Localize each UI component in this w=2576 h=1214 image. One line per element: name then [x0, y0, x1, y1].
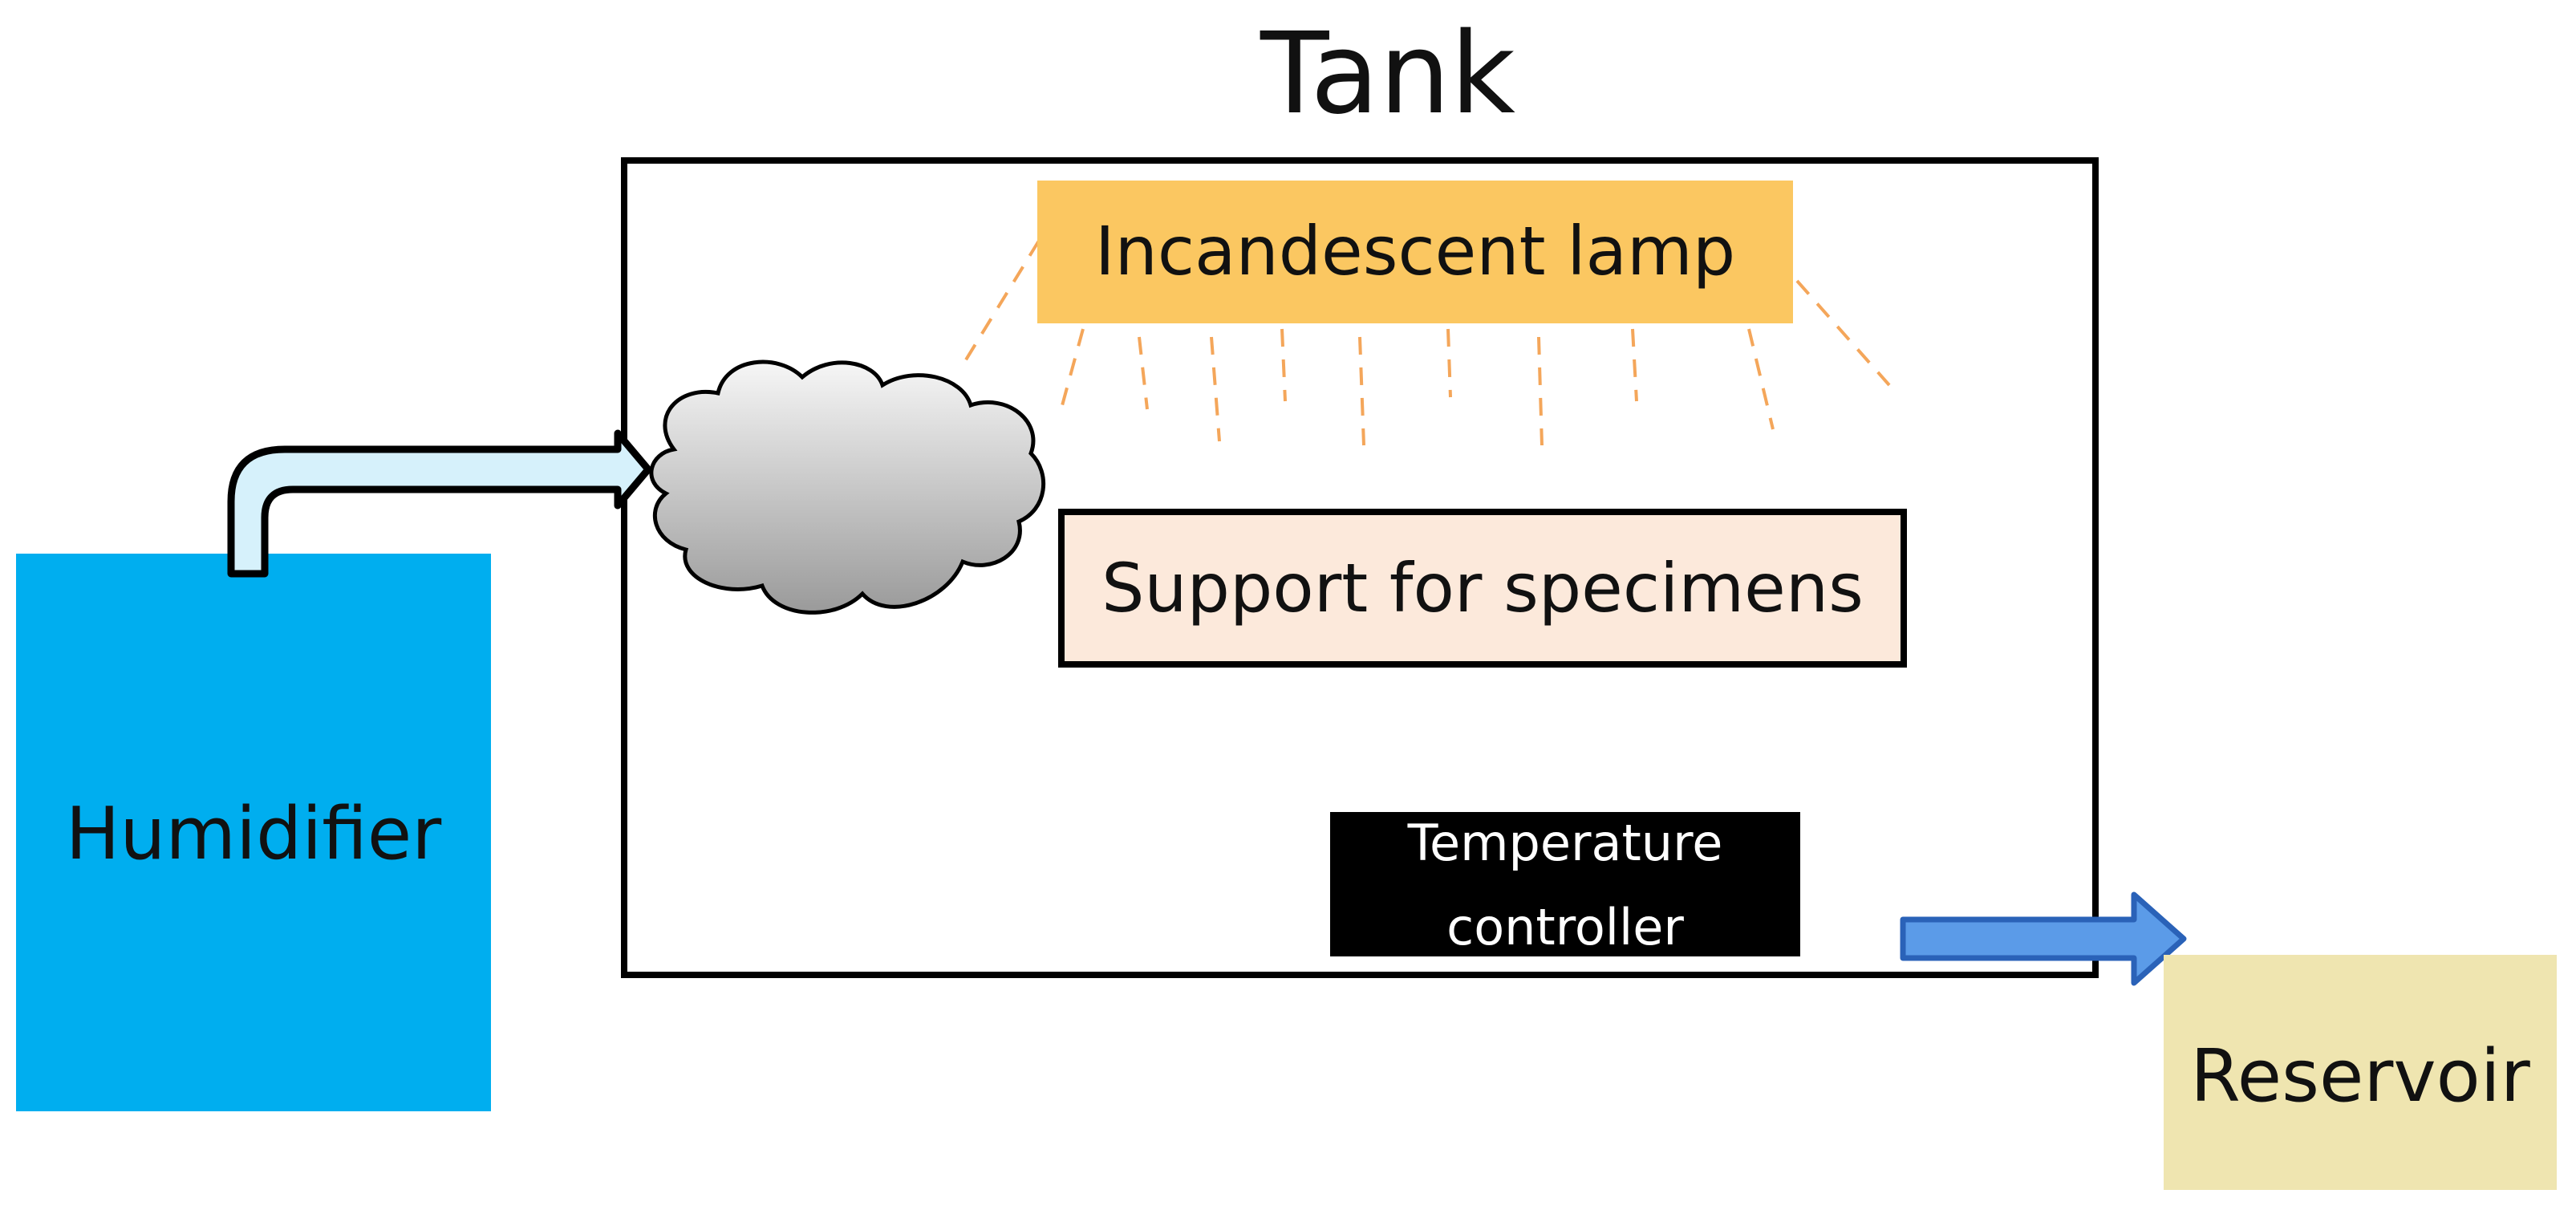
temperature-controller-label-line1: Temperature [1407, 814, 1723, 872]
specimen-support: Support for specimens [1058, 509, 1907, 668]
lamp-ray [1057, 328, 1085, 418]
pipe-arrow-icon [227, 429, 652, 578]
temperature-controller-label-line2: controller [1446, 898, 1684, 956]
lamp-ray [1280, 328, 1287, 402]
lamp-ray [1210, 336, 1221, 442]
lamp-ray [1631, 328, 1638, 402]
lamp-ray [961, 239, 1041, 367]
temperature-controller: Temperature controller [1330, 812, 1800, 956]
humidifier: Humidifier [16, 554, 491, 1111]
humidifier-label: Humidifier [66, 792, 442, 876]
lamp-ray [1747, 328, 1775, 430]
diagram-title: Tank [1260, 9, 1515, 140]
incandescent-lamp: Incandescent lamp [1037, 181, 1793, 323]
tank-outline [621, 157, 2099, 978]
specimen-support-label: Support for specimens [1101, 549, 1864, 627]
reservoir-label: Reservoir [2190, 1034, 2529, 1119]
lamp-ray [1795, 279, 1891, 387]
incandescent-lamp-label: Incandescent lamp [1095, 212, 1735, 290]
arrow-right-icon [1900, 891, 2187, 986]
lamp-ray [1358, 336, 1365, 446]
steam-cloud-icon [649, 359, 1045, 615]
lamp-rays [961, 239, 1891, 446]
lamp-ray [1537, 336, 1544, 446]
lamp-ray [1446, 328, 1452, 398]
reservoir: Reservoir [2164, 955, 2557, 1190]
lamp-ray [1138, 336, 1149, 410]
